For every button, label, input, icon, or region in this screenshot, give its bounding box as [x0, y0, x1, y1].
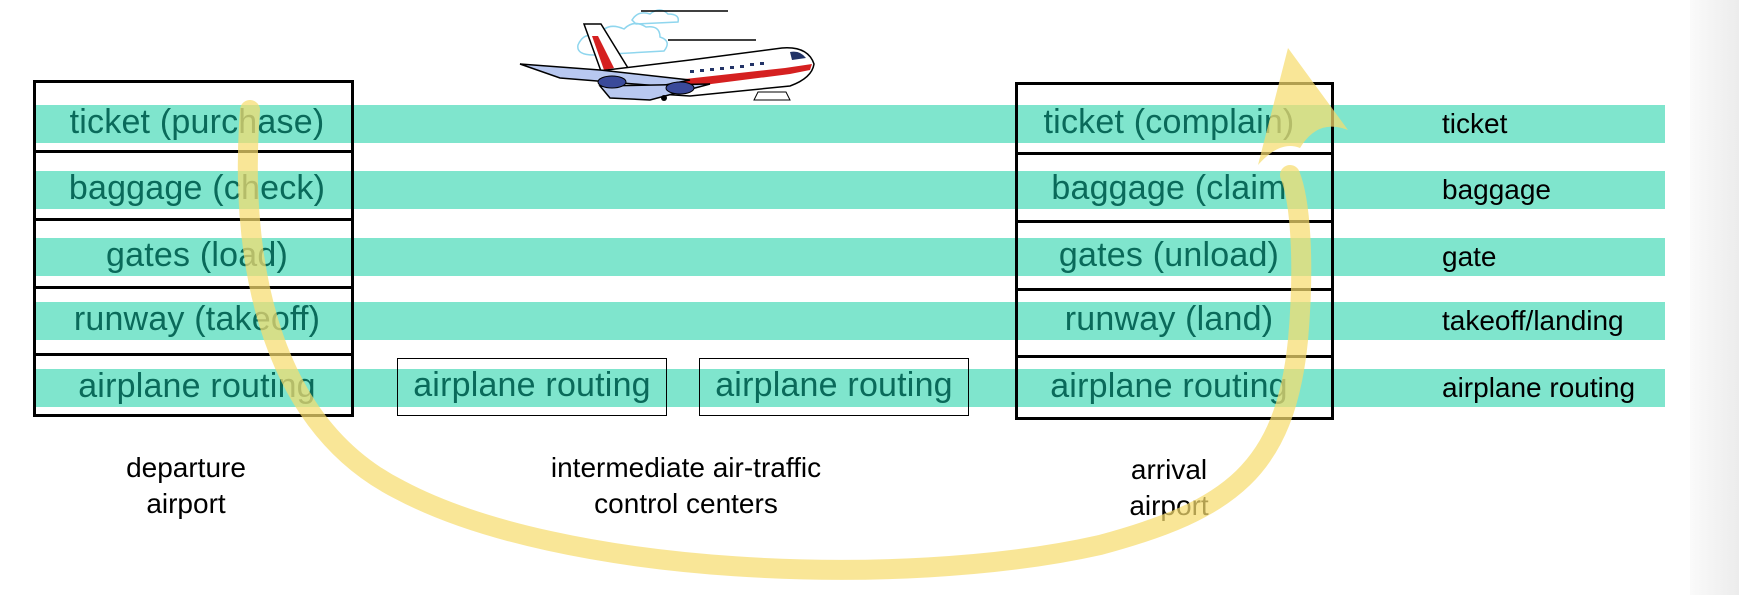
band-takeoff-landing	[33, 302, 1665, 340]
arrowhead	[1258, 48, 1348, 165]
arrival-layer-baggage: baggage (claim	[1051, 169, 1287, 207]
departure-caption-line-1: departure	[126, 452, 246, 483]
legend-airplane-routing: airplane routing	[1442, 372, 1636, 403]
intermediate-box-1	[397, 358, 667, 416]
departure-layer-routing: airplane routing	[78, 367, 316, 405]
right-edge-shade	[1690, 0, 1739, 595]
intermediate-caption: intermediate air-traffic control centers	[551, 450, 821, 522]
band-ticket	[33, 105, 1665, 143]
arrow-path	[237, 100, 1312, 580]
departure-divider-1	[33, 150, 354, 153]
departure-layer-baggage: baggage (check)	[68, 169, 326, 207]
arrival-layer-gates: gates (unload)	[1058, 236, 1280, 274]
arrival-stack	[1015, 82, 1334, 420]
departure-layer-ticket: ticket (purchase)	[69, 103, 325, 141]
arrival-layer-runway: runway (land)	[1064, 300, 1274, 338]
band-baggage	[33, 171, 1665, 209]
arrival-divider-4	[1015, 355, 1334, 358]
arrival-layer-ticket: ticket (complain)	[1043, 103, 1295, 141]
departure-caption: departure airport	[126, 450, 246, 522]
arrival-divider-3	[1015, 288, 1334, 291]
arrival-caption-line-1: arrival	[1130, 454, 1208, 485]
departure-divider-2	[33, 218, 354, 221]
departure-divider-4	[33, 353, 354, 356]
band-gate	[33, 238, 1665, 276]
departure-divider-3	[33, 286, 354, 289]
departure-stack	[33, 80, 354, 417]
arrival-divider-2	[1015, 220, 1334, 223]
legend-ticket: ticket	[1442, 108, 1508, 139]
arrival-layer-routing: airplane routing	[1050, 367, 1288, 405]
legend-takeoff-landing: takeoff/landing	[1442, 305, 1624, 336]
arrival-divider-1	[1015, 152, 1334, 155]
intermediate-routing-1: airplane routing	[413, 366, 651, 404]
intermediate-caption-line-2: control centers	[594, 488, 778, 519]
legend-baggage: baggage	[1442, 174, 1552, 205]
intermediate-routing-2: airplane routing	[715, 366, 953, 404]
legend-gate: gate	[1442, 241, 1497, 272]
intermediate-box-2	[699, 358, 969, 416]
departure-caption-line-2: airport	[146, 488, 226, 519]
intermediate-caption-line-1: intermediate air-traffic	[550, 452, 822, 483]
